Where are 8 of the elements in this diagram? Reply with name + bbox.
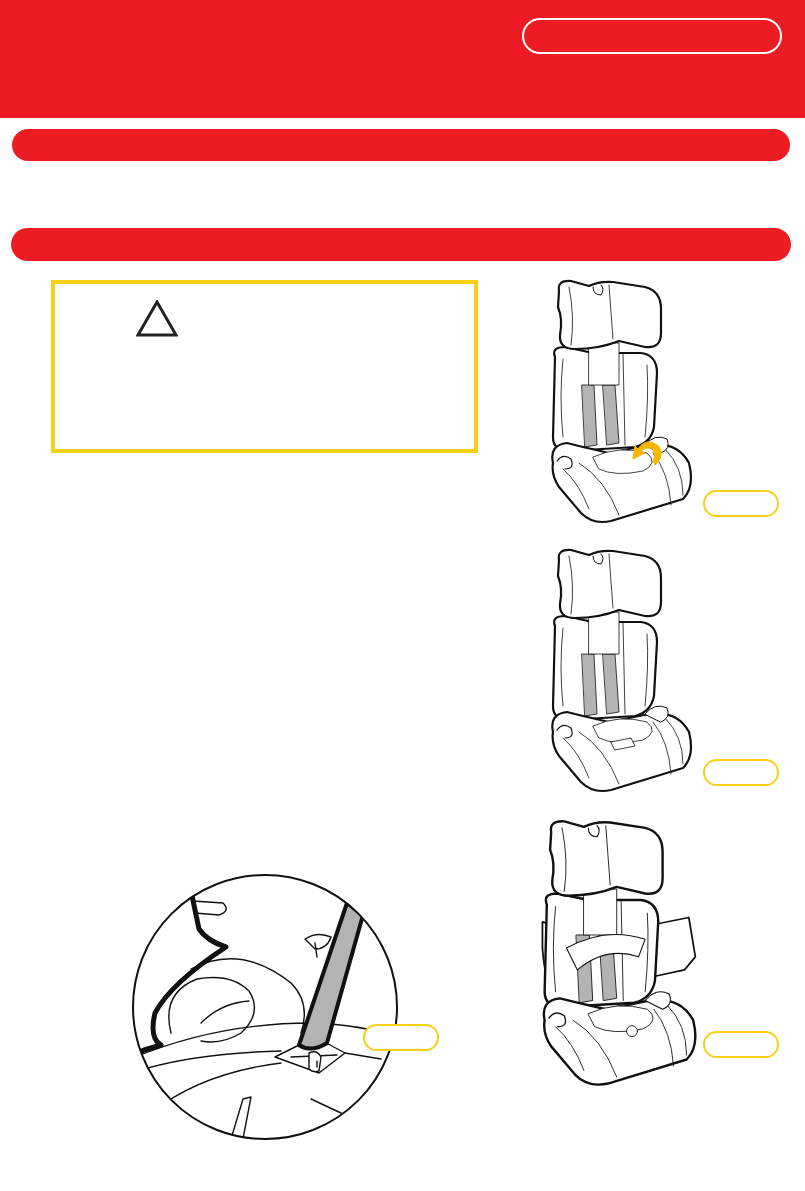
- section-bar: [11, 228, 791, 261]
- header-tab: [522, 18, 782, 54]
- section-bar: [12, 129, 790, 161]
- figure-badge: [703, 490, 779, 517]
- warning-box: [51, 280, 478, 453]
- figure-badge: [703, 1031, 779, 1058]
- figure-badge: [703, 759, 779, 786]
- figure-badge: [363, 1024, 439, 1051]
